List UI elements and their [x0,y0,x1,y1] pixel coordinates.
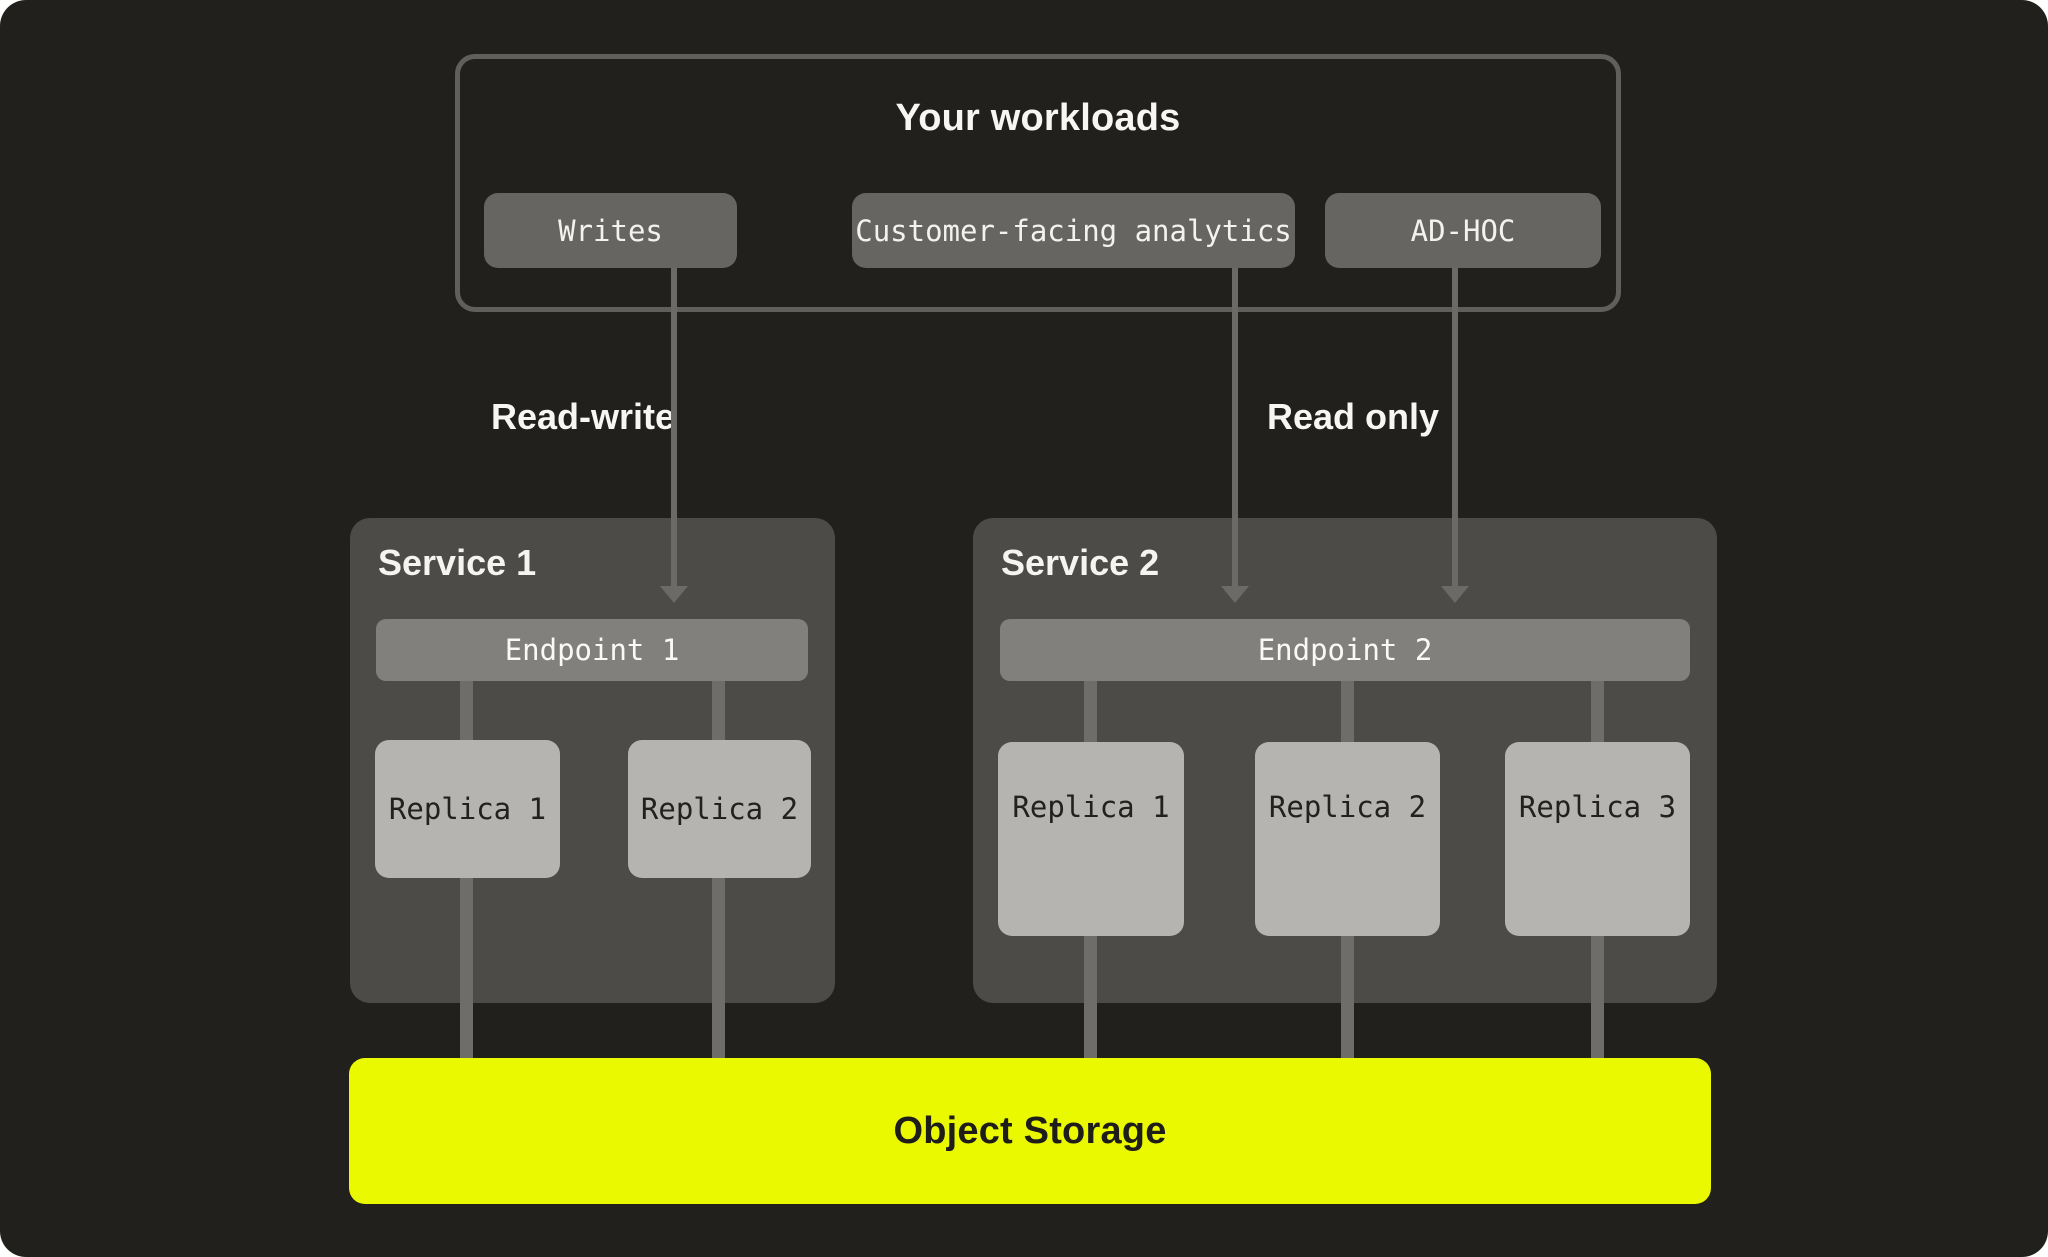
service-1-replica-1: Replica 1 [375,740,560,878]
service-1-title: Service 1 [378,542,537,583]
service-2-replica-2-label: Replica 2 [1268,790,1427,824]
service-1-endpoint: Endpoint 1 [376,619,808,681]
service-2-replica-1-label: Replica 1 [1012,790,1170,824]
object-storage: Object Storage [349,1058,1711,1204]
service-2-replica-3: Replica 3 [1505,742,1690,936]
arrow-writes-to-endpoint1 [671,268,677,586]
workload-node-customer-facing-analytics: Customer-facing analytics [852,193,1295,268]
workload-node-writes: Writes [484,193,737,268]
service-2-replica-2: Replica 2 [1255,742,1440,936]
arrowhead-writes-to-endpoint1 [660,586,688,603]
service-1-replica-2: Replica 2 [628,740,811,878]
workload-node-ad-hoc: AD-HOC [1325,193,1601,268]
read-write-label: Read-write [491,396,676,437]
workloads-title: Your workloads [895,97,1181,139]
read-only-label: Read only [1267,396,1440,437]
workloads-group-box [455,54,1621,312]
service-2-title: Service 2 [1001,542,1160,583]
arrow-adhoc-to-endpoint2 [1452,268,1458,586]
arrowhead-analytics-to-endpoint2 [1221,586,1249,603]
service-2-replica-3-label: Replica 3 [1518,790,1677,824]
arrow-analytics-to-endpoint2 [1232,268,1238,586]
service-2-endpoint: Endpoint 2 [1000,619,1690,681]
arrowhead-adhoc-to-endpoint2 [1441,586,1469,603]
service-2-replica-1: Replica 1 [998,742,1184,936]
